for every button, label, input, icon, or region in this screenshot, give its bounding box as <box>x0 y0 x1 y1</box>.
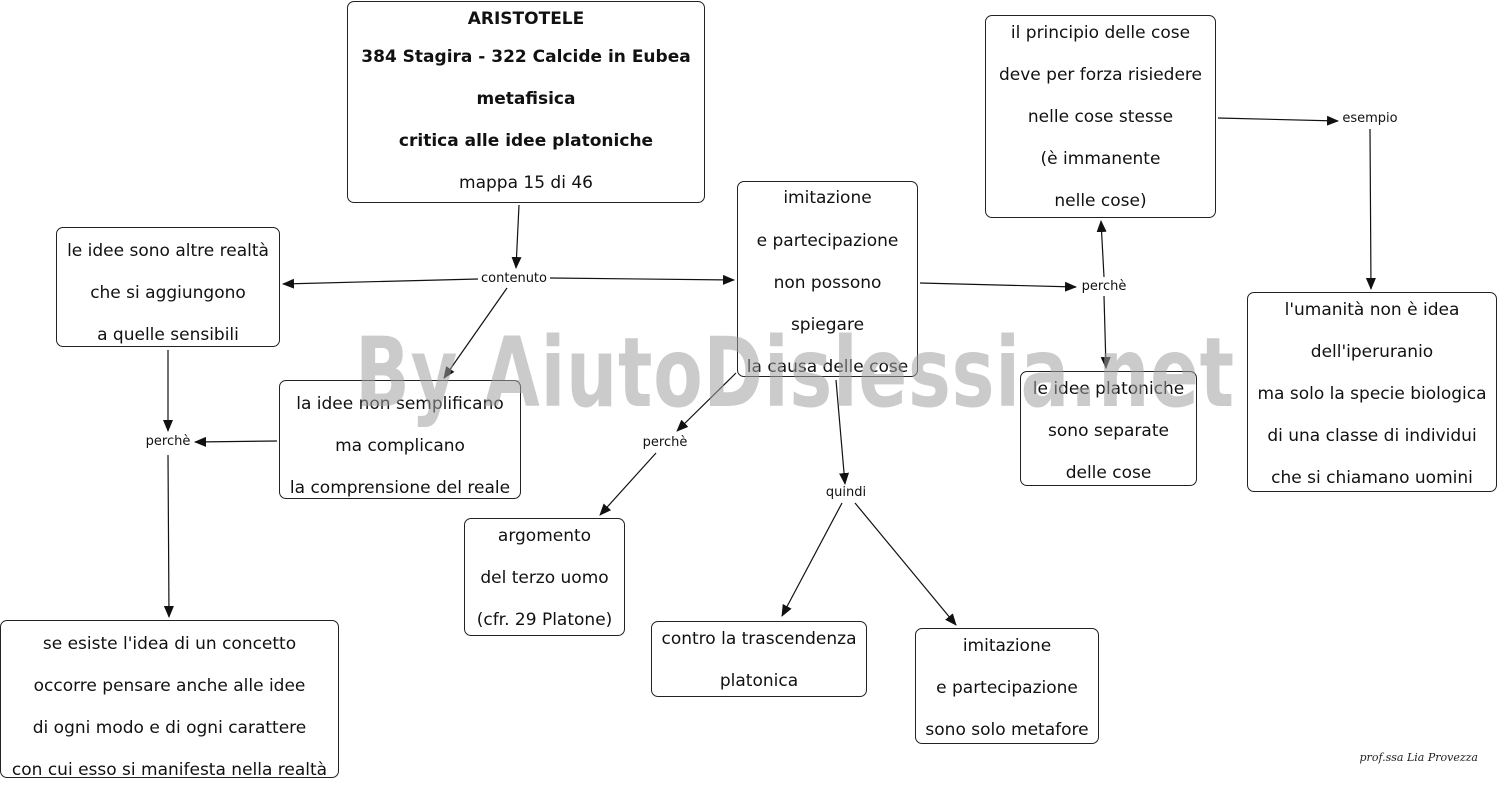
node-line: imitazione <box>962 636 1052 656</box>
node-line: nelle cose stesse <box>1027 107 1174 127</box>
node-line: non possono <box>773 273 882 293</box>
edge-imitazione-perche <box>676 372 737 432</box>
node-line: imitazione <box>783 188 872 208</box>
title-line: ARISTOTELE <box>467 9 585 29</box>
node-line: il principio delle cose <box>1010 23 1191 43</box>
node-title: ARISTOTELE 384 Stagira - 322 Calcide in … <box>347 1 705 203</box>
node-line: la comprensione del reale <box>289 478 511 498</box>
node-idee-realta: le idee sono altre realtà che si aggiung… <box>56 227 280 347</box>
node-line: e partecipazione <box>936 678 1078 698</box>
node-line: dell'iperuranio <box>1310 342 1434 362</box>
node-line: che si chiamano uomini <box>1271 468 1473 488</box>
node-line: platonica <box>719 671 799 691</box>
edge-imitazione-quindi <box>835 379 850 485</box>
edge-perche-principio <box>1096 220 1107 278</box>
node-line: (cfr. 29 Platone) <box>476 610 613 630</box>
link-label-perche-mid: perchè <box>639 435 691 451</box>
node-line: la idee non semplificano <box>296 394 504 414</box>
watermark: By AiutoDislessia.net <box>355 317 1235 429</box>
title-subtitle: mappa 15 di 46 <box>459 173 593 193</box>
node-line: e partecipazione <box>756 231 899 251</box>
edge-perche-terzo-uomo <box>599 452 657 516</box>
node-imitazione-causa: imitazione e partecipazione non possono … <box>737 181 918 377</box>
node-line: di ogni modo e di ogni carattere <box>32 718 307 738</box>
title-line: 384 Stagira - 322 Calcide in Eubea <box>361 47 691 67</box>
node-line: con cui esso si manifesta nella realtà <box>11 760 328 780</box>
node-line: ma solo la specie biologica <box>1257 384 1487 404</box>
link-label-quindi: quindi <box>822 485 870 501</box>
node-line: (è immanente <box>1040 149 1161 169</box>
node-separate: le idee platoniche sono separate delle c… <box>1020 371 1197 486</box>
node-line: la causa delle cose <box>746 357 909 377</box>
edge-perche-concetto <box>163 454 174 618</box>
node-line: contro la trascendenza <box>661 629 857 649</box>
title-line: critica alle idee platoniche <box>398 131 654 151</box>
edge-perche-separate <box>1100 295 1111 369</box>
edge-contenuto-non-semplificano <box>443 287 508 379</box>
edge-contenuto-idee-realta <box>282 278 479 289</box>
edge-non-semplificano-perche <box>194 436 278 447</box>
node-line: spiegare <box>790 315 865 335</box>
node-line: le idee platoniche <box>1032 379 1185 399</box>
node-terzo-uomo: argomento del terzo uomo (cfr. 29 Platon… <box>464 518 625 636</box>
node-metafore: imitazione e partecipazione sono solo me… <box>915 628 1099 744</box>
node-line: del terzo uomo <box>480 568 609 588</box>
edge-contenuto-imitazione <box>549 274 735 285</box>
node-principio: il principio delle cose deve per forza r… <box>985 15 1216 218</box>
node-line: se esiste l'idea di un concetto <box>42 634 297 654</box>
node-line: ma complicano <box>335 436 465 456</box>
author-signature: prof.ssa Lia Provezza <box>1359 751 1478 764</box>
link-label-perche-right: perchè <box>1078 279 1130 295</box>
edge-principio-esempio <box>1217 115 1339 126</box>
edge-imitazione-perche-right <box>919 281 1077 292</box>
node-line: delle cose <box>1065 463 1152 483</box>
node-line: sono solo metafore <box>925 720 1089 740</box>
node-line: che si aggiungono <box>90 283 246 303</box>
edge-title-contenuto <box>511 204 522 269</box>
node-line: argomento <box>497 526 592 546</box>
link-label-perche-left: perchè <box>142 434 194 450</box>
node-non-semplificano: la idee non semplificano ma complicano l… <box>279 380 521 499</box>
node-line: le idee sono altre realtà <box>67 241 269 261</box>
node-line: sono separate <box>1048 421 1169 441</box>
link-label-contenuto: contenuto <box>478 271 550 287</box>
node-line: di una classe di individui <box>1267 426 1477 446</box>
node-umanita: l'umanità non è idea dell'iperuranio ma … <box>1247 292 1497 492</box>
node-line: nelle cose) <box>1054 191 1147 211</box>
edge-esempio-umanita <box>1365 128 1376 290</box>
node-line: a quelle sensibili <box>97 325 239 345</box>
node-concetto: se esiste l'idea di un concetto occorre … <box>0 620 339 780</box>
link-label-esempio: esempio <box>1339 111 1401 127</box>
edge-quindi-metafore <box>854 502 957 626</box>
node-line: deve per forza risiedere <box>998 65 1202 85</box>
edge-quindi-trascendenza <box>781 502 843 617</box>
node-line: occorre pensare anche alle idee <box>33 676 306 696</box>
title-line: metafisica <box>476 89 576 109</box>
node-line: l'umanità non è idea <box>1284 300 1460 320</box>
node-trascendenza: contro la trascendenza platonica <box>651 621 867 697</box>
